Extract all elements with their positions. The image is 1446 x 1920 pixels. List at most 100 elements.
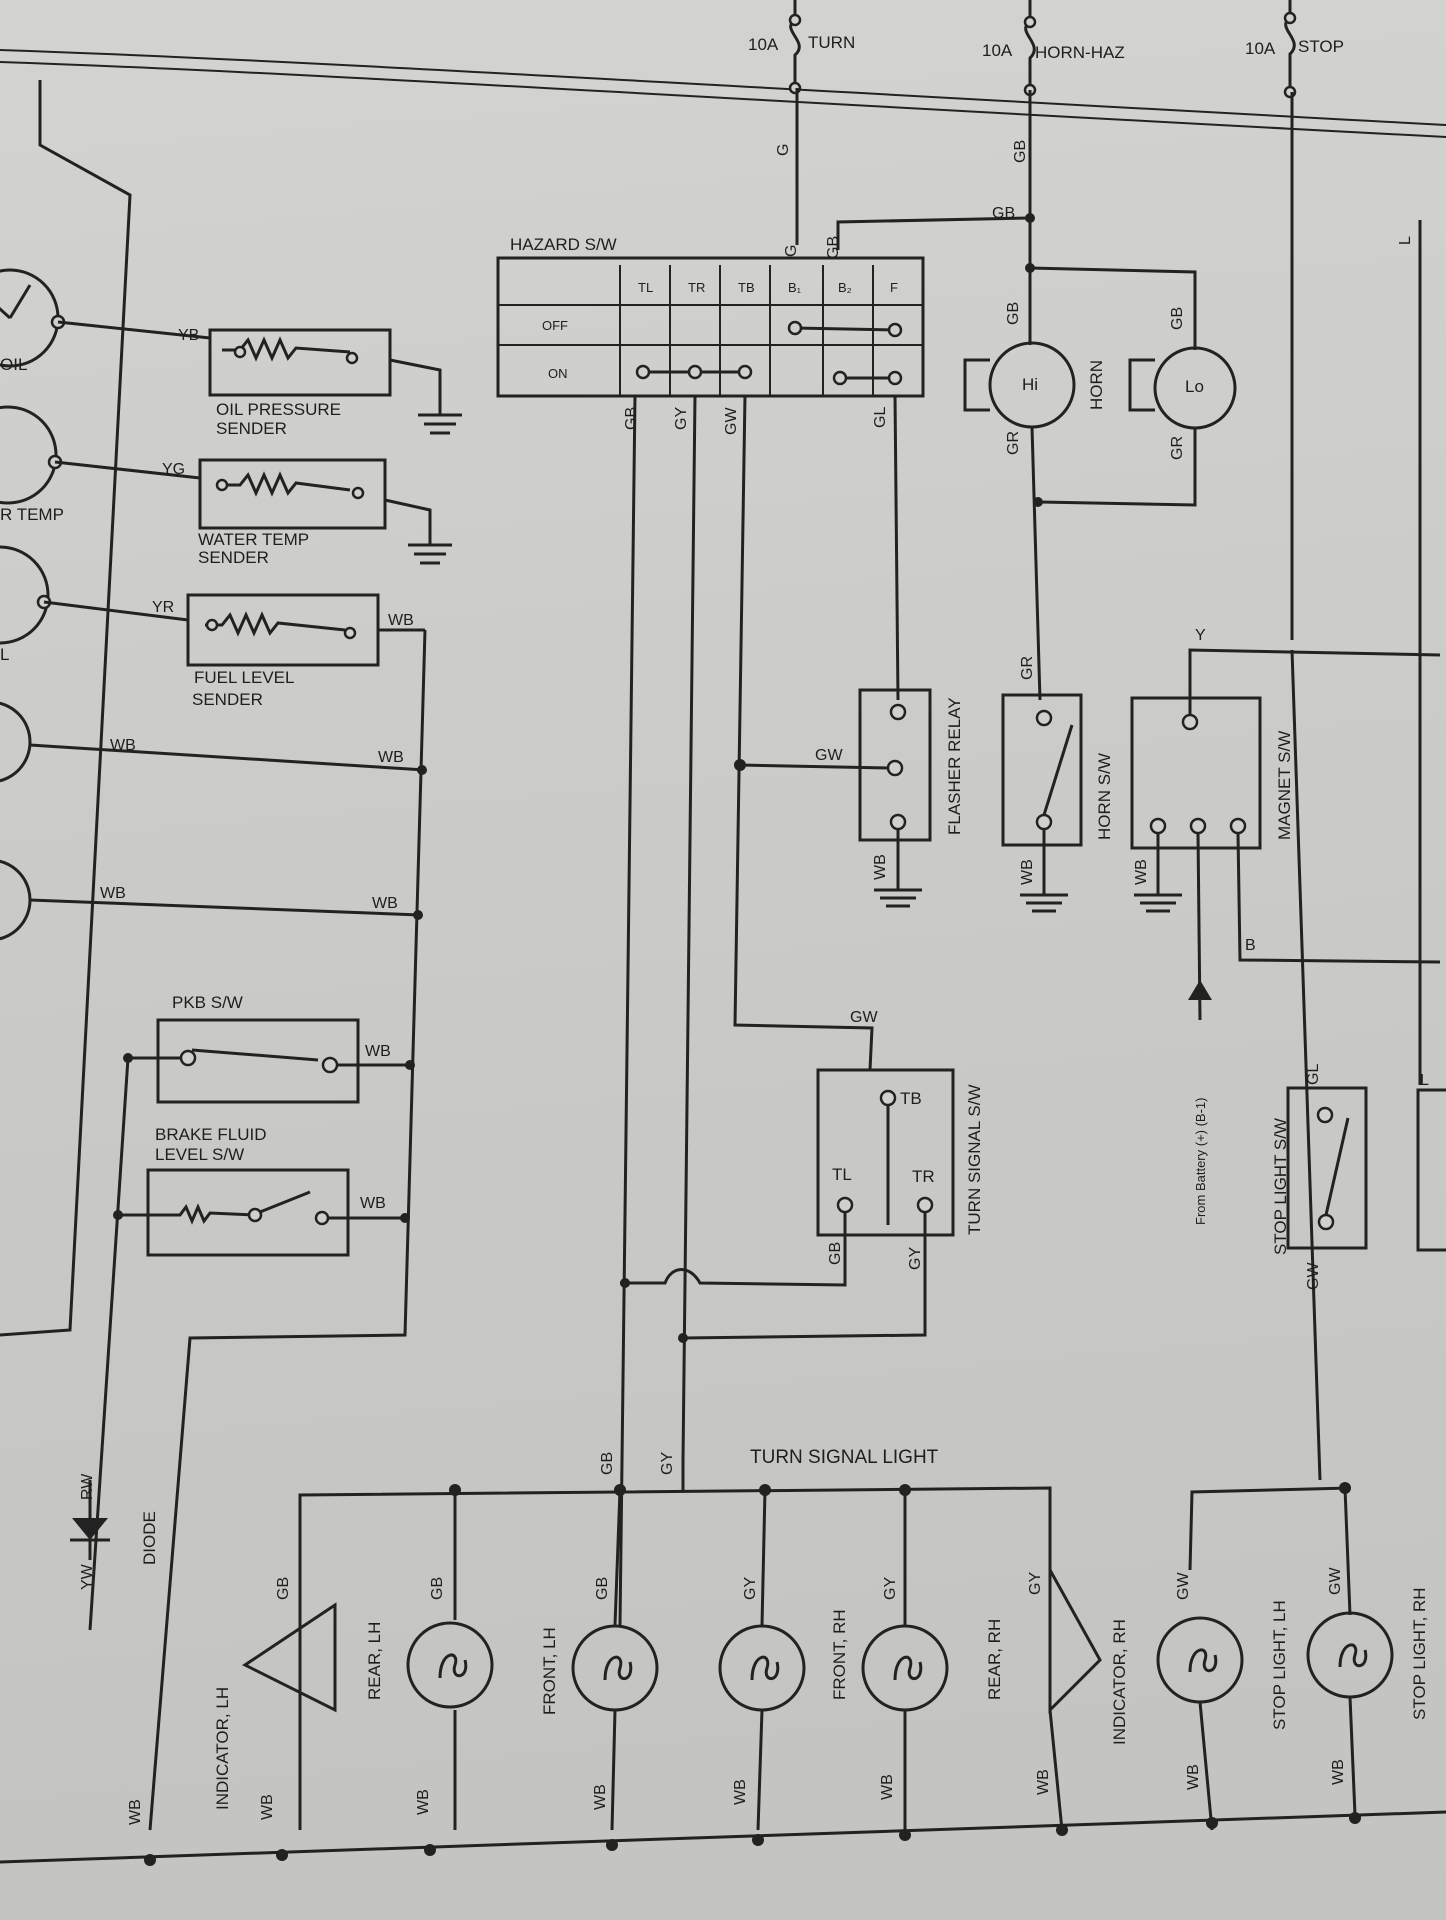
lamp-stop-lh-label: STOP LIGHT, LH [1270,1600,1289,1730]
wire-turn-signal-bus [298,1486,1052,1635]
lamp-rear-rh: GY REAR, RH [985,1564,1102,1831]
switch-brake-line2: LEVEL S/W [155,1145,244,1164]
wire-label-gw-stop: GW [1305,1262,1322,1290]
wire-label-rw: RW [79,1473,96,1500]
switch-brake-line1: BRAKE FLUID [155,1125,266,1144]
battery-label: From Battery (+) (B-1) [1193,1098,1208,1226]
wire-gr-horn [1030,426,1042,701]
horn-switch: HORN S/W WB [1001,693,1114,913]
lamp-front-rh: GY FRONT, RH [830,1484,949,1830]
gauge-fuel: L [0,545,52,664]
wire-label-wb-b7: WB [1035,1769,1052,1795]
lamp-stop-lh: GW STOP LIGHT, LH [1156,1572,1289,1831]
wire-label-yg: YG [162,461,185,478]
horn-hi: Hi GB GR [963,263,1076,455]
fuse-stop-name: STOP [1298,37,1344,56]
wire-label-wb-magnet: WB [1133,859,1150,885]
horn-lo: Lo GB GR [1029,266,1237,507]
fuse-horn-amp: 10A [982,41,1013,60]
lamp-front-lh-wire: GB [594,1577,611,1600]
wire-label-gb-branch: GB [992,205,1015,222]
lamp-rear-lh-wire: GB [429,1577,446,1600]
wire-label-yr: YR [152,599,174,616]
wire-label-y: Y [1195,627,1206,644]
lamp-stop-rh-wire: GW [1327,1567,1344,1595]
wire-label-g-haz: G [783,245,800,257]
wire-label-wb-brake: WB [360,1195,386,1212]
lamp-rear-lh-label: REAR, LH [365,1622,384,1700]
horn-label: HORN [1087,360,1106,410]
wire-label-l-upper: L [1397,236,1414,245]
wire-label-wb-b4: WB [592,1784,609,1810]
hazard-switch: HAZARD S/W TL TR TB B₁ B₂ F OFF ON [496,235,925,398]
wire-label-gb-top: GB [1012,140,1029,163]
wire-label-wb-1a: WB [110,737,136,754]
switch-brake-fluid: BRAKE FLUID LEVEL S/W WB [113,1125,410,1257]
wire-label-gr-hornlo: GR [1169,436,1186,460]
turn-signal-switch-label: TURN SIGNAL S/W [965,1085,984,1236]
wire-gy-down [681,394,697,1461]
turn-signal-light-label: TURN SIGNAL LIGHT [750,1447,939,1468]
wire-label-yw: YW [79,1563,96,1590]
wire-label-gl-stop: GL [1305,1064,1322,1085]
wire-label-yb: YB [178,327,199,344]
magnet-switch: MAGNET S/W Y WB B From Battery (+) (B-1) [1130,627,1441,1226]
diode-label: DIODE [140,1511,159,1565]
stop-light-switch: GL GW STOP LIGHT S/W [1271,1064,1368,1290]
flasher-relay: GW FLASHER RELAY WB [734,688,964,908]
wire-label-wb-1b: WB [378,749,404,766]
horn-lo-label: Lo [1185,377,1204,396]
wire-label-gl-haz-out: GL [872,407,889,428]
fuse-horn-name: HORN-HAZ [1035,43,1125,62]
wire-label-gb-hornhi: GB [1005,302,1022,325]
horn-switch-label: HORN S/W [1095,753,1114,840]
sender-water-line1: WATER TEMP [198,530,309,549]
lamp-front-rh-a-wire: GY [742,1577,759,1600]
gauge-temp-label: R TEMP [0,505,64,524]
wire-label-gw-haz-out: GW [723,407,740,435]
hazard-col-b1: B₁ [788,280,802,295]
lamp-indicator-lh: GB INDICATOR, LH [213,1577,337,1830]
wire-label-gw-flasher: GW [815,747,843,764]
wire-label-wb-fuel: WB [388,612,414,629]
wire-label-wb-b9: WB [1330,1759,1347,1785]
wire-label-wb-b6: WB [879,1774,896,1800]
hazard-row-on: ON [548,366,568,381]
wire-label-wb-pkb: WB [365,1043,391,1060]
hazard-col-b2: B₂ [838,280,852,295]
wire-label-gb-hornlo: GB [1169,307,1186,330]
diode: RW YW DIODE [70,1473,159,1590]
hazard-title: HAZARD S/W [510,235,617,254]
wire-label-gy-tsw: GY [907,1247,924,1270]
turn-sw-tb: TB [900,1089,922,1108]
sender-fuel-line2: SENDER [192,690,263,709]
wire-gb-hazard [836,216,1031,250]
gauge-oil-label: OIL [0,355,27,374]
wire-label-wb-flasher: WB [872,854,889,880]
gauge-5 [0,859,32,941]
lamp-stop-rh-label: STOP LIGHT, RH [1410,1587,1429,1720]
hazard-col-tl: TL [638,280,653,295]
hazard-col-tb: TB [738,280,755,295]
hazard-row-off: OFF [542,318,568,333]
lamp-indicator-lh-label: INDICATOR, LH [213,1687,232,1810]
wire-stop-feed [1290,92,1322,1481]
turn-sw-tl: TL [832,1165,852,1184]
switch-pkb: PKB S/W WB [123,993,415,1104]
page-border-top-2 [0,61,1446,138]
sender-oil-line2: SENDER [216,419,287,438]
sender-oil-pressure: YB OIL PRESSURE SENDER [57,320,462,438]
wire-label-gb-tsw: GB [827,1242,844,1265]
wire-label-gr-hornhi: GR [1005,431,1022,455]
fuse-stop-amp: 10A [1245,39,1276,58]
sender-oil-line1: OIL PRESSURE [216,400,341,419]
wire-wb-2 [29,898,421,917]
wire-gw-down [733,394,874,1071]
wire-wb-ground-bottom [0,1810,1446,1864]
wire-wb-1 [29,743,426,772]
wire-label-wb-2a: WB [100,885,126,902]
wire-label-b: B [1245,937,1256,954]
lamp-indicator-rh-label: INDICATOR, RH [1110,1619,1129,1745]
